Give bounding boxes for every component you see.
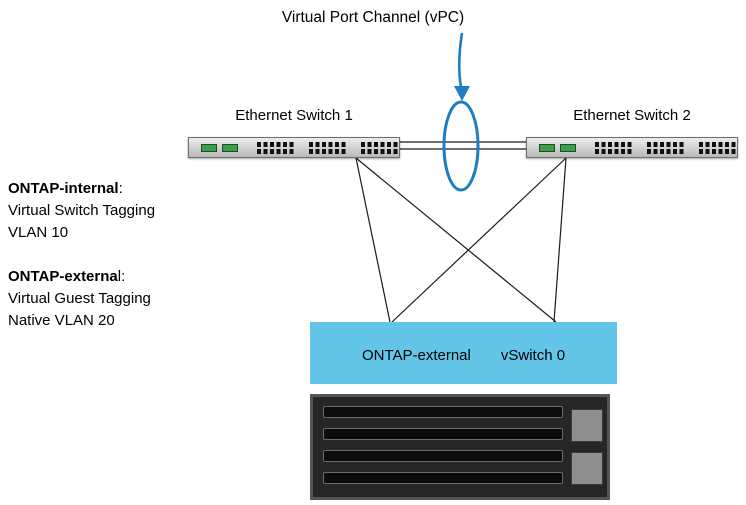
- port-block-icon: [699, 141, 737, 154]
- drive-slot: [323, 472, 563, 484]
- drive-slot: [323, 450, 563, 462]
- server-chassis: [310, 394, 610, 500]
- external-tagging-text: Virtual Guest Tagging: [8, 290, 151, 307]
- vlan-annotation: ONTAP-internal: Virtual Switch Tagging V…: [8, 178, 155, 332]
- drive-slot: [323, 406, 563, 418]
- uplink-sw1-straight: [355, 157, 391, 323]
- uplink-sw2-cross: [391, 157, 567, 323]
- uplink-sw1-cross: [355, 157, 557, 323]
- external-heading: ONTAP-external:: [8, 268, 126, 285]
- led-indicator-icon: [222, 143, 238, 152]
- drive-slot: [323, 428, 563, 440]
- psu-module: [571, 452, 603, 485]
- internal-heading: ONTAP-internal:: [8, 180, 123, 197]
- ethernet-switch-1: [188, 137, 400, 158]
- vpc-ellipse-icon: [442, 100, 480, 192]
- internal-tagging-text: Virtual Switch Tagging: [8, 202, 156, 219]
- uplink-sw2-straight: [553, 157, 567, 323]
- annotation-spacer: [8, 244, 155, 266]
- internal-vlan-text: VLAN 10: [8, 224, 69, 241]
- psu-module: [571, 409, 603, 442]
- port-block-icon: [595, 141, 633, 154]
- vpc-arrowhead-icon: [454, 86, 470, 101]
- switch2-label: Ethernet Switch 2: [573, 107, 691, 124]
- vswitch-box: ONTAP-external vSwitch 0: [310, 322, 617, 384]
- external-vlan-text: Native VLAN 20: [8, 312, 115, 329]
- led-indicator-icon: [560, 143, 576, 152]
- vswitch-label: vSwitch 0: [500, 347, 566, 364]
- portgroup-label: ONTAP-external: [361, 347, 471, 364]
- diagram-title: Virtual Port Channel (vPC): [281, 9, 465, 26]
- port-block-icon: [361, 141, 399, 154]
- port-block-icon: [309, 141, 347, 154]
- switch1-label: Ethernet Switch 1: [235, 107, 353, 124]
- vpc-arrow-icon: [457, 32, 464, 88]
- led-indicator-icon: [201, 143, 217, 152]
- led-indicator-icon: [539, 143, 555, 152]
- port-block-icon: [257, 141, 295, 154]
- port-block-icon: [647, 141, 685, 154]
- ethernet-switch-2: [526, 137, 738, 158]
